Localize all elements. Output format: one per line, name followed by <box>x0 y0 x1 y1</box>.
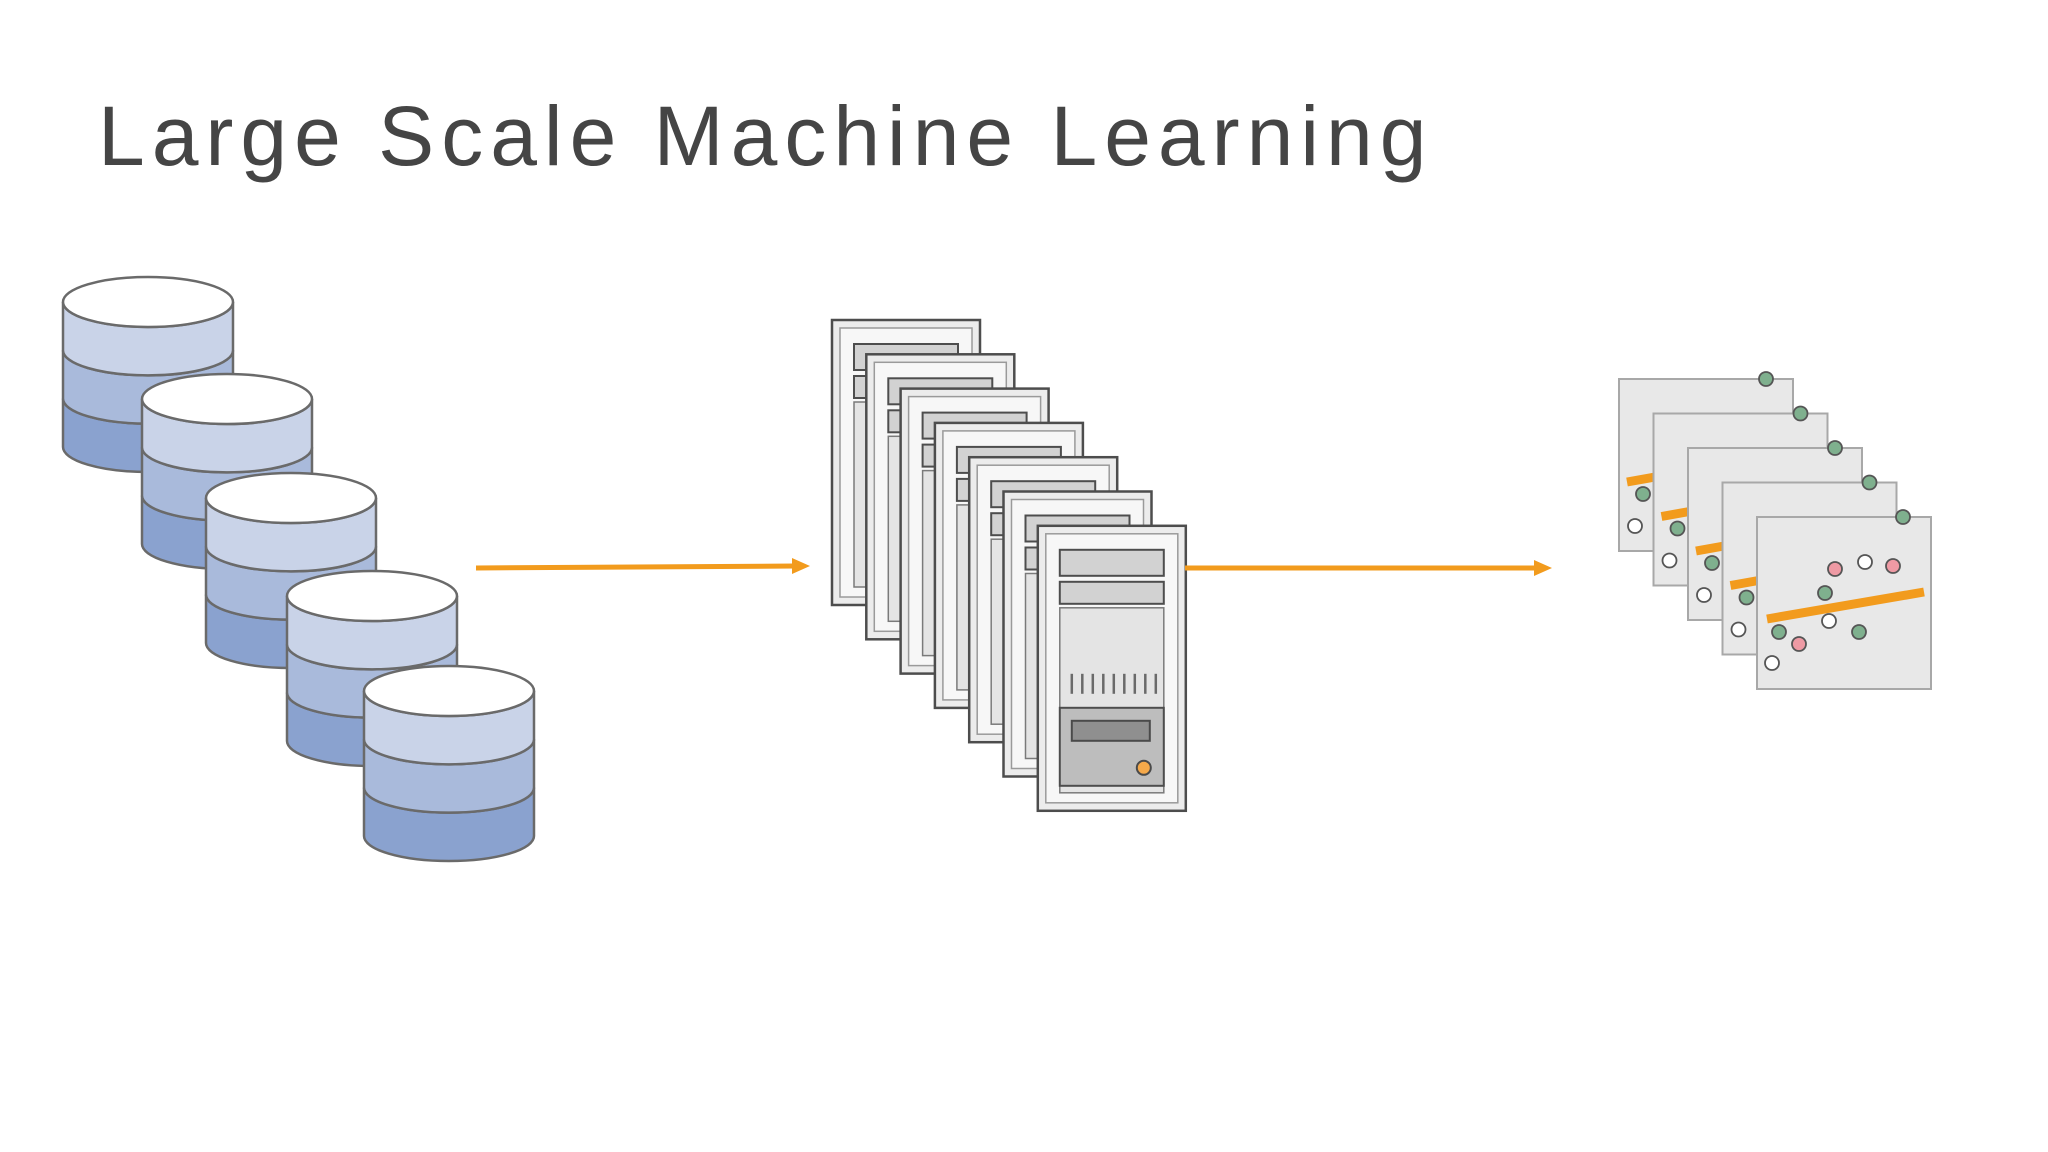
data-point <box>1895 509 1911 525</box>
database-top <box>204 471 378 525</box>
data-point <box>1661 552 1678 569</box>
database-top <box>140 372 314 426</box>
database-top <box>61 275 235 329</box>
server-cluster-group <box>830 318 1188 813</box>
data-point <box>1738 589 1755 606</box>
database-top <box>285 569 459 623</box>
arrow-compute-to-models-icon <box>1185 560 1552 576</box>
disk-slot <box>1070 719 1151 742</box>
data-point <box>1885 558 1901 574</box>
database-top <box>362 664 536 718</box>
arrow-head <box>1534 560 1552 576</box>
server-front-icon <box>1036 524 1188 813</box>
drive-bay <box>1058 548 1165 577</box>
data-point <box>1861 474 1878 491</box>
scatter-plot-front-icon <box>1756 509 1932 690</box>
arrow-head <box>792 558 810 574</box>
arrow-shaft <box>475 563 797 571</box>
data-point <box>1730 621 1747 638</box>
drive-bay <box>1058 580 1165 605</box>
data-point <box>1792 405 1809 422</box>
data-point <box>1851 624 1867 640</box>
data-point <box>1857 554 1873 570</box>
database-icon <box>362 664 536 863</box>
arrow-data-to-compute-icon <box>475 558 810 574</box>
data-point <box>1669 520 1686 537</box>
data-point <box>1817 585 1833 601</box>
data-point <box>1758 371 1774 387</box>
data-point <box>1771 624 1787 640</box>
regression-line <box>1729 576 1760 590</box>
regression-line <box>1660 507 1691 521</box>
model-plots-group <box>1618 371 1932 690</box>
data-point <box>1635 486 1651 502</box>
data-point <box>1827 440 1843 456</box>
data-point <box>1627 518 1643 534</box>
regression-line <box>1626 472 1656 487</box>
power-button-icon <box>1135 759 1152 776</box>
data-point <box>1821 613 1837 629</box>
regression-line <box>1766 587 1925 624</box>
data-point <box>1791 636 1807 652</box>
data-point <box>1704 555 1720 571</box>
data-point <box>1827 561 1843 577</box>
data-point <box>1764 655 1780 671</box>
data-point <box>1696 587 1712 603</box>
database-stack-group <box>61 275 536 863</box>
regression-line <box>1695 541 1725 556</box>
slide-title: Large Scale Machine Learning <box>98 89 1434 183</box>
